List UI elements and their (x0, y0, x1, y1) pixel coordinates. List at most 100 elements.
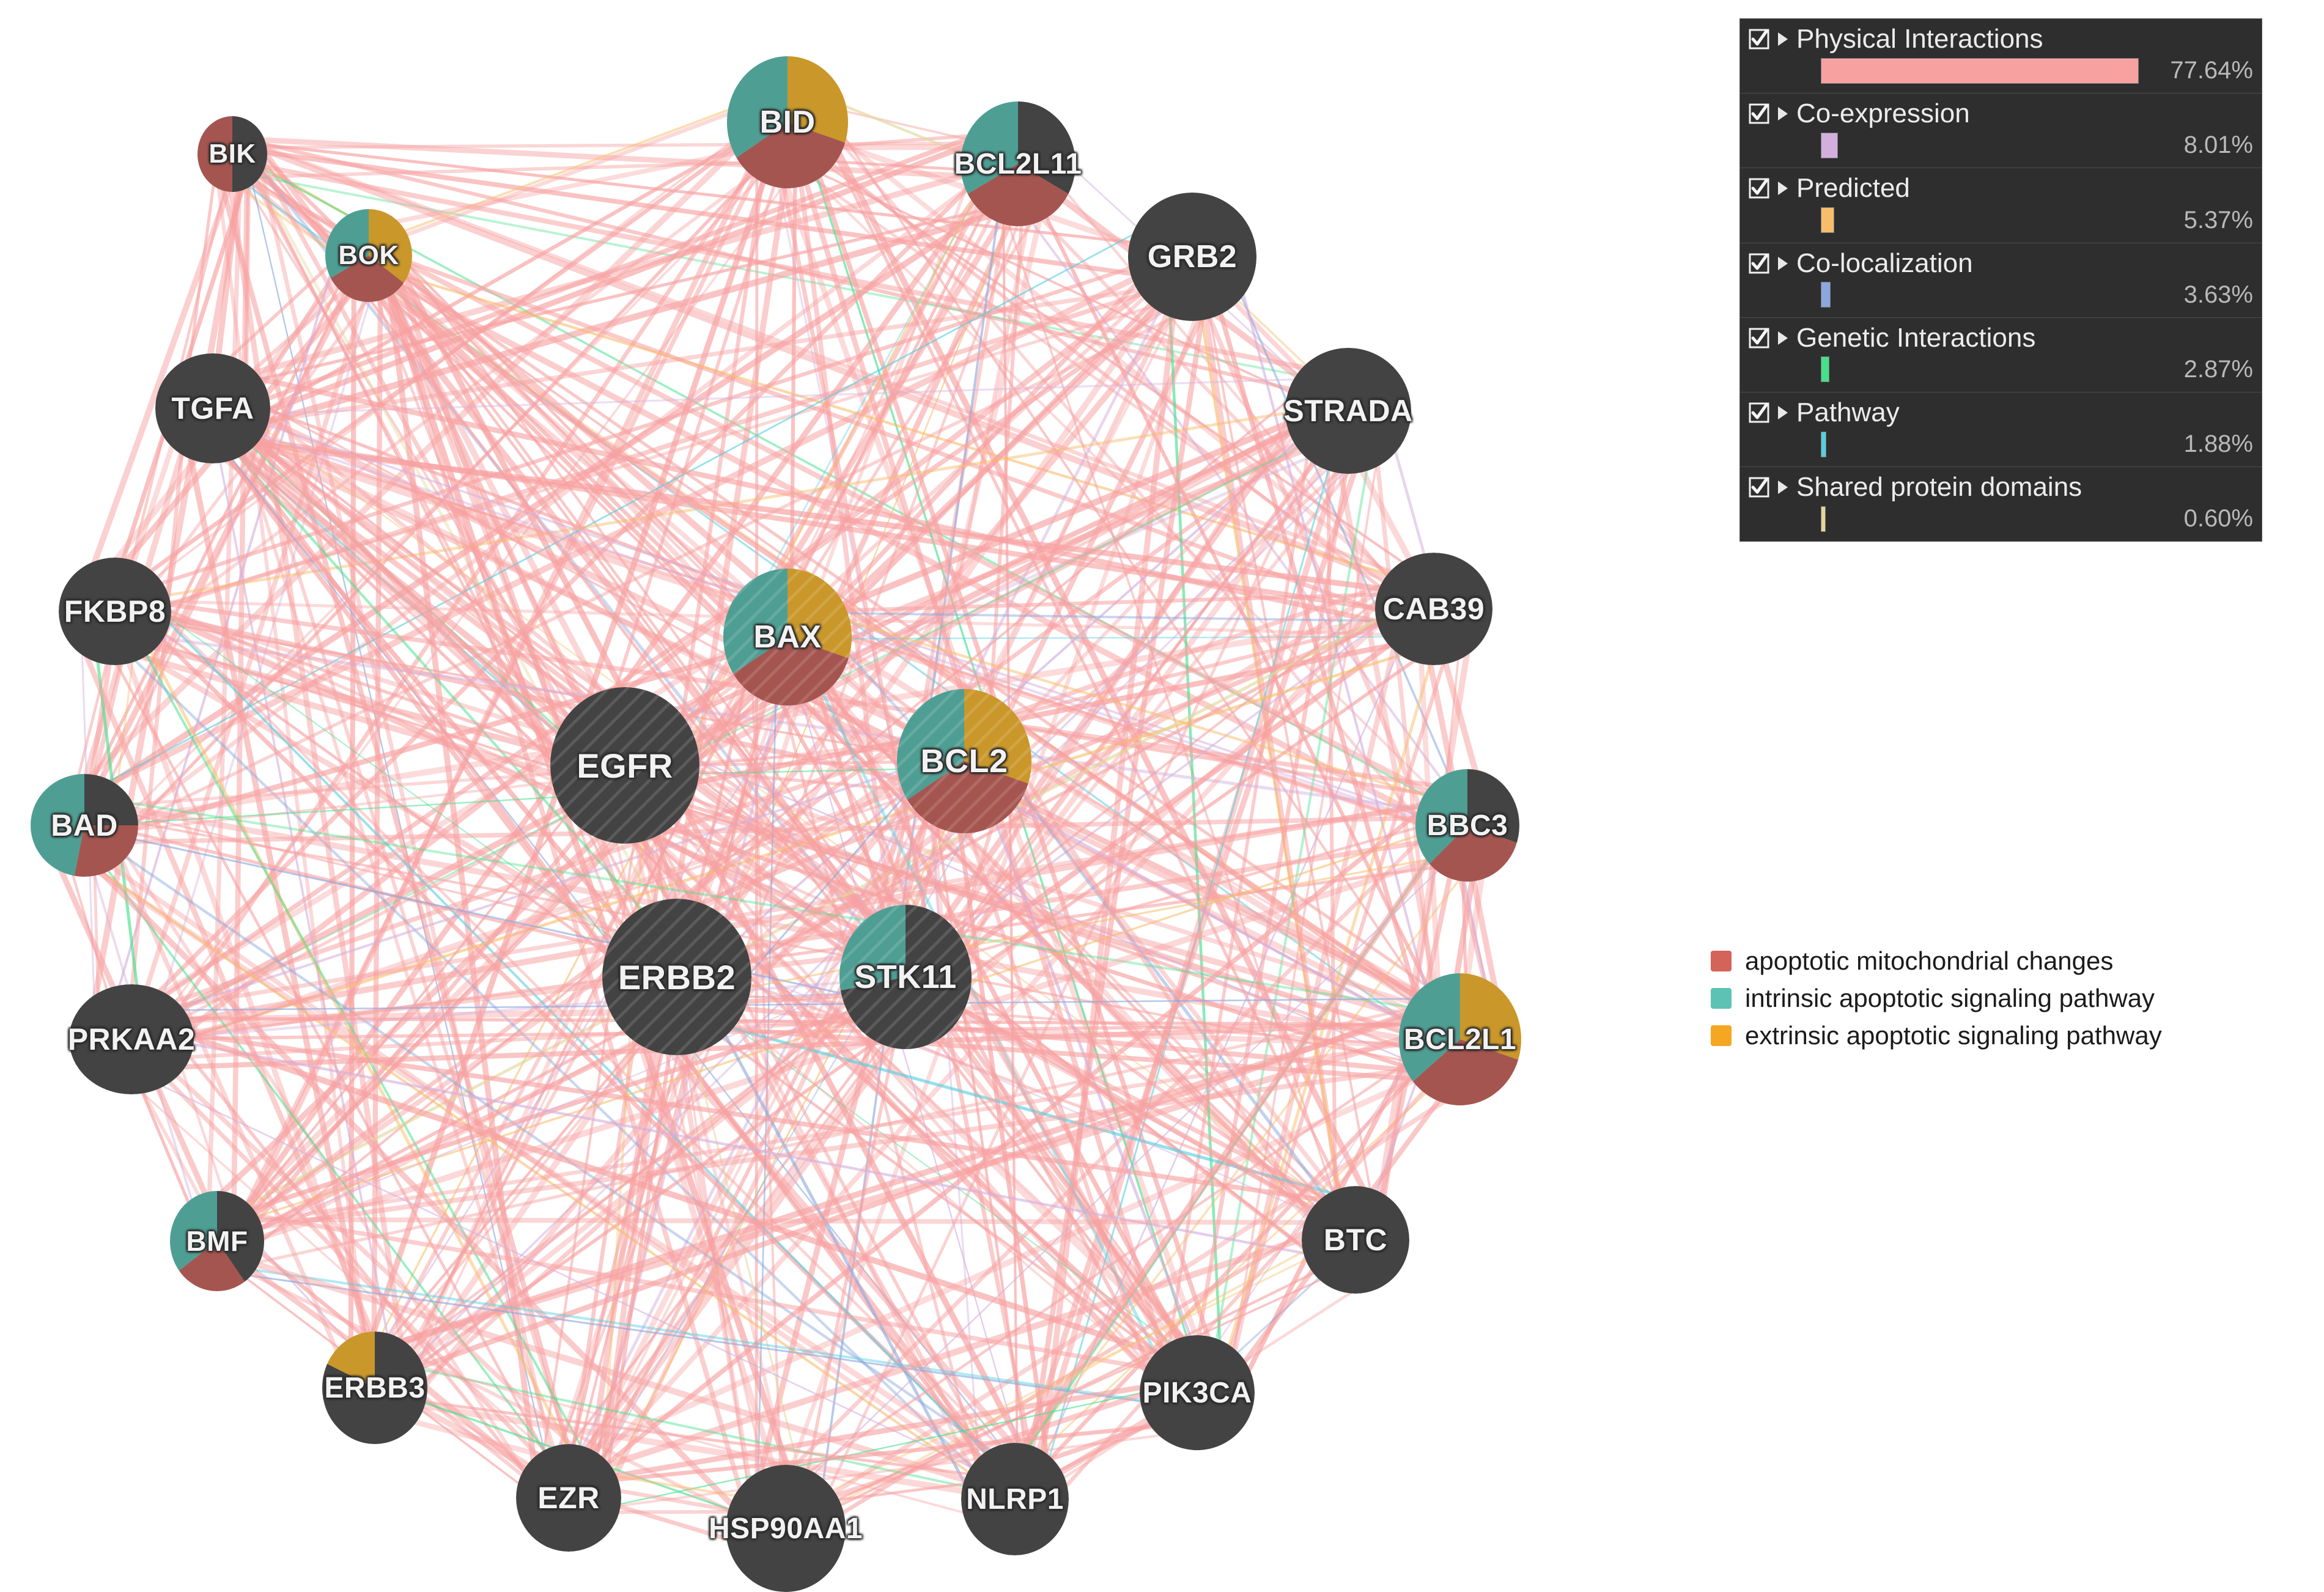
gene-node-label: STK11 (854, 958, 957, 996)
network-legend-bar (1821, 506, 1826, 532)
gene-node-prkaa2[interactable]: PRKAA2 (69, 984, 194, 1094)
gene-node-label: GRB2 (1148, 238, 1237, 275)
gene-node-strada[interactable]: STRADA (1285, 348, 1411, 474)
gene-node-bmf[interactable]: BMF (170, 1191, 264, 1291)
go-legend-label: intrinsic apoptotic signaling pathway (1745, 984, 2155, 1013)
network-legend-panel[interactable]: Physical Interactions 77.64% Co-expression… (1739, 18, 2262, 542)
go-legend-swatch (1711, 988, 1732, 1009)
gene-node-label: BCL2L11 (954, 147, 1082, 181)
gene-node-label: BIK (208, 139, 256, 169)
checkbox-checked-icon[interactable] (1749, 402, 1769, 423)
gene-node-erbb3[interactable]: ERBB3 (322, 1332, 427, 1444)
network-legend-name: Shared protein domains (1796, 473, 2082, 501)
go-legend-item: extrinsic apoptotic signaling pathway (1711, 1021, 2310, 1050)
go-legend-item: apoptotic mitochondrial changes (1711, 946, 2310, 976)
go-legend-swatch (1711, 951, 1732, 971)
gene-node-tgfa[interactable]: TGFA (155, 353, 270, 463)
gene-node-label: BMF (186, 1225, 248, 1258)
gene-node-pik3ca[interactable]: PIK3CA (1140, 1335, 1255, 1450)
go-legend-swatch (1711, 1025, 1732, 1046)
gene-node-label: EGFR (577, 746, 673, 786)
gene-node-bax[interactable]: BAX (723, 569, 852, 706)
gene-node-bcl2l11[interactable]: BCL2L11 (961, 101, 1075, 226)
network-legend-row[interactable]: Physical Interactions 77.64% (1740, 19, 2262, 94)
network-legend-name: Genetic Interactions (1796, 324, 2035, 352)
network-legend-bar (1821, 207, 1834, 233)
gene-node-label: STRADA (1283, 393, 1412, 429)
expand-triangle-icon[interactable] (1778, 481, 1788, 494)
checkbox-checked-icon[interactable] (1749, 103, 1769, 124)
network-legend-bar (1821, 133, 1838, 158)
network-legend-percent: 0.60% (2184, 505, 2253, 533)
go-annotation-legend: apoptotic mitochondrial changes intrinsic… (1711, 946, 2310, 1058)
network-legend-percent: 77.64% (2170, 57, 2253, 84)
gene-node-label: BCL2 (920, 742, 1008, 780)
gene-node-stk11[interactable]: STK11 (839, 905, 972, 1049)
gene-node-bid[interactable]: BID (727, 56, 848, 188)
checkbox-checked-icon[interactable] (1749, 178, 1769, 199)
checkbox-checked-icon[interactable] (1749, 477, 1769, 498)
gene-node-bok[interactable]: BOK (325, 209, 412, 302)
network-legend-name: Physical Interactions (1796, 25, 2043, 53)
expand-triangle-icon[interactable] (1778, 331, 1788, 345)
gene-node-label: BBC3 (1427, 809, 1508, 842)
gene-node-bcl2l1[interactable]: BCL2L1 (1399, 973, 1521, 1105)
gene-node-fkbp8[interactable]: FKBP8 (59, 558, 171, 665)
gene-node-bik[interactable]: BIK (197, 116, 267, 192)
gene-node-label: BTC (1324, 1222, 1387, 1258)
gene-node-nlrp1[interactable]: NLRP1 (961, 1443, 1069, 1555)
go-legend-label: apoptotic mitochondrial changes (1745, 946, 2113, 976)
expand-triangle-icon[interactable] (1778, 406, 1788, 419)
gene-node-label: PRKAA2 (68, 1022, 196, 1057)
gene-node-cab39[interactable]: CAB39 (1375, 553, 1492, 665)
expand-triangle-icon[interactable] (1778, 257, 1788, 270)
network-legend-percent: 1.88% (2184, 430, 2253, 458)
network-legend-row[interactable]: Pathway 1.88% (1740, 392, 2262, 467)
gene-node-label: EZR (537, 1480, 600, 1516)
checkbox-checked-icon[interactable] (1749, 29, 1769, 50)
gene-node-ezr[interactable]: EZR (516, 1444, 621, 1552)
gene-node-egfr[interactable]: EGFR (550, 687, 699, 844)
gene-node-label: BCL2L1 (1404, 1023, 1516, 1056)
network-legend-percent: 3.63% (2184, 281, 2253, 309)
gene-node-btc[interactable]: BTC (1302, 1186, 1409, 1294)
gene-node-bbc3[interactable]: BBC3 (1415, 769, 1519, 882)
gene-node-hsp90aa1[interactable]: HSP90AA1 (726, 1465, 846, 1592)
network-legend-name: Pathway (1796, 399, 1900, 427)
gene-node-bad[interactable]: BAD (31, 774, 138, 877)
network-legend-bar (1821, 356, 1829, 382)
checkbox-checked-icon[interactable] (1749, 328, 1769, 348)
expand-triangle-icon[interactable] (1778, 182, 1788, 195)
go-legend-label: extrinsic apoptotic signaling pathway (1745, 1021, 2162, 1050)
gene-node-label: HSP90AA1 (709, 1512, 863, 1546)
gene-node-label: BAD (51, 808, 118, 843)
gene-node-label: NLRP1 (966, 1483, 1064, 1516)
network-legend-bar (1821, 432, 1826, 457)
network-legend-row[interactable]: Genetic Interactions 2.87% (1740, 318, 2262, 392)
network-legend-percent: 2.87% (2184, 356, 2253, 383)
checkbox-checked-icon[interactable] (1749, 253, 1769, 274)
gene-node-label: BOK (338, 240, 399, 271)
network-legend-percent: 8.01% (2184, 131, 2253, 159)
gene-node-grb2[interactable]: GRB2 (1128, 193, 1256, 321)
network-legend-row[interactable]: Co-expression 8.01% (1740, 94, 2262, 168)
gene-node-label: PIK3CA (1142, 1376, 1252, 1410)
gene-node-label: CAB39 (1383, 591, 1485, 627)
gene-node-label: BAX (753, 619, 821, 655)
network-legend-bar (1821, 58, 2139, 84)
gene-node-label: ERBB2 (618, 957, 736, 997)
network-legend-row[interactable]: Shared protein domains 0.60% (1740, 467, 2262, 541)
network-legend-name: Predicted (1796, 174, 1910, 202)
gene-node-bcl2[interactable]: BCL2 (897, 689, 1031, 833)
gene-node-label: TGFA (171, 391, 254, 426)
gene-node-label: BID (759, 104, 815, 141)
gene-node-label: ERBB3 (324, 1371, 425, 1405)
network-legend-name: Co-expression (1796, 100, 1970, 128)
gene-node-erbb2[interactable]: ERBB2 (602, 899, 751, 1055)
go-legend-item: intrinsic apoptotic signaling pathway (1711, 984, 2310, 1013)
expand-triangle-icon[interactable] (1778, 32, 1788, 46)
expand-triangle-icon[interactable] (1778, 107, 1788, 120)
